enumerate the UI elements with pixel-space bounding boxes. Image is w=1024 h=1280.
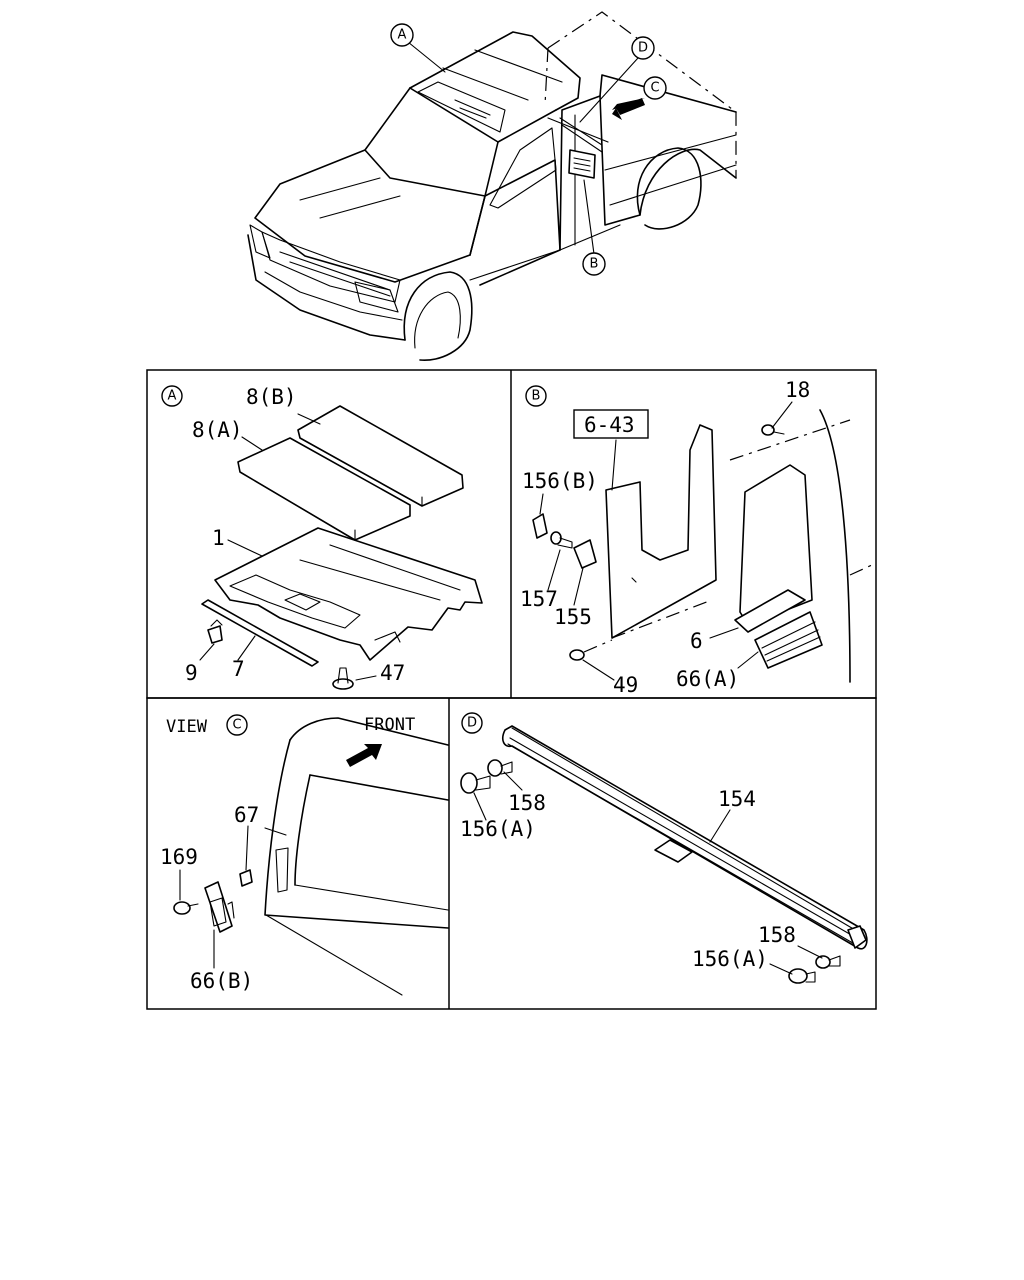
svg-text:D: D <box>638 41 648 56</box>
panel-a-callout: A <box>161 385 183 407</box>
label-154: 154 <box>718 787 756 811</box>
label-169: 169 <box>160 845 198 869</box>
bolt-18 <box>761 424 775 436</box>
clip-156b <box>532 513 548 539</box>
label-157: 157 <box>520 587 558 611</box>
label-47: 47 <box>380 661 405 685</box>
label-67: 67 <box>234 803 259 827</box>
label-8b: 8(B) <box>246 385 297 409</box>
vent-66a <box>754 611 823 669</box>
trim-6 <box>734 589 806 633</box>
callout-d-overview: D <box>631 36 655 60</box>
ref-box-text: 6-43 <box>584 413 635 437</box>
screw-158-bottom <box>815 955 831 969</box>
clip-155 <box>573 539 597 569</box>
label-8a: 8(A) <box>192 418 243 442</box>
svg-text:B: B <box>590 257 599 272</box>
label-156a-top: 156(A) <box>460 817 536 841</box>
label-6: 6 <box>690 629 703 653</box>
panel-c: VIEW C FRONT 67 169 66(B) <box>160 714 449 996</box>
callout-a-overview: A <box>390 23 414 47</box>
callout-c-overview: C <box>643 76 667 100</box>
clip-67 <box>239 869 253 887</box>
label-156b: 156(B) <box>522 469 598 493</box>
front-arrow-icon <box>346 744 382 767</box>
panel-a: A 8(B) 8(A) 1 9 7 47 <box>161 385 483 690</box>
label-1: 1 <box>212 526 225 550</box>
screw-156a-bottom <box>788 968 808 984</box>
svg-text:D: D <box>467 716 477 731</box>
panel-d: D 158 156(A) 154 158 156(A) <box>460 712 868 984</box>
svg-text:A: A <box>398 28 407 43</box>
panel-c-callout: C <box>226 714 248 736</box>
clip-9 <box>207 625 223 644</box>
headliner-1 <box>214 527 483 661</box>
svg-text:A: A <box>168 389 177 404</box>
svg-text:C: C <box>232 718 241 733</box>
screw-156a-top <box>460 772 478 794</box>
panel-b-callout: B <box>525 385 547 407</box>
label-18: 18 <box>785 378 810 402</box>
front-text: FRONT <box>364 715 415 735</box>
pillar-trim <box>605 424 717 639</box>
label-9: 9 <box>185 661 198 685</box>
screw-158-top <box>487 759 503 777</box>
truck-overview <box>247 11 737 361</box>
clip-47 <box>332 678 354 690</box>
callout-b-overview: B <box>582 252 606 276</box>
screw-169 <box>173 901 191 915</box>
label-7: 7 <box>232 657 245 681</box>
label-158-bottom: 158 <box>758 923 796 947</box>
label-66b: 66(B) <box>190 969 253 993</box>
label-158-top: 158 <box>508 791 546 815</box>
panel-frames <box>146 369 877 1010</box>
screw-49 <box>569 649 585 661</box>
ref-box <box>573 409 649 439</box>
svg-text:C: C <box>650 81 659 96</box>
label-66a: 66(A) <box>676 667 739 691</box>
panel-d-callout: D <box>461 712 483 734</box>
trim-strip-7 <box>201 599 319 667</box>
label-156a-bottom: 156(A) <box>692 947 768 971</box>
view-text: VIEW <box>166 717 208 737</box>
rail-154 <box>502 725 868 950</box>
svg-text:B: B <box>532 389 541 404</box>
label-155: 155 <box>554 605 592 629</box>
panel-b: B 6-43 <box>520 378 873 697</box>
label-49: 49 <box>613 673 638 697</box>
